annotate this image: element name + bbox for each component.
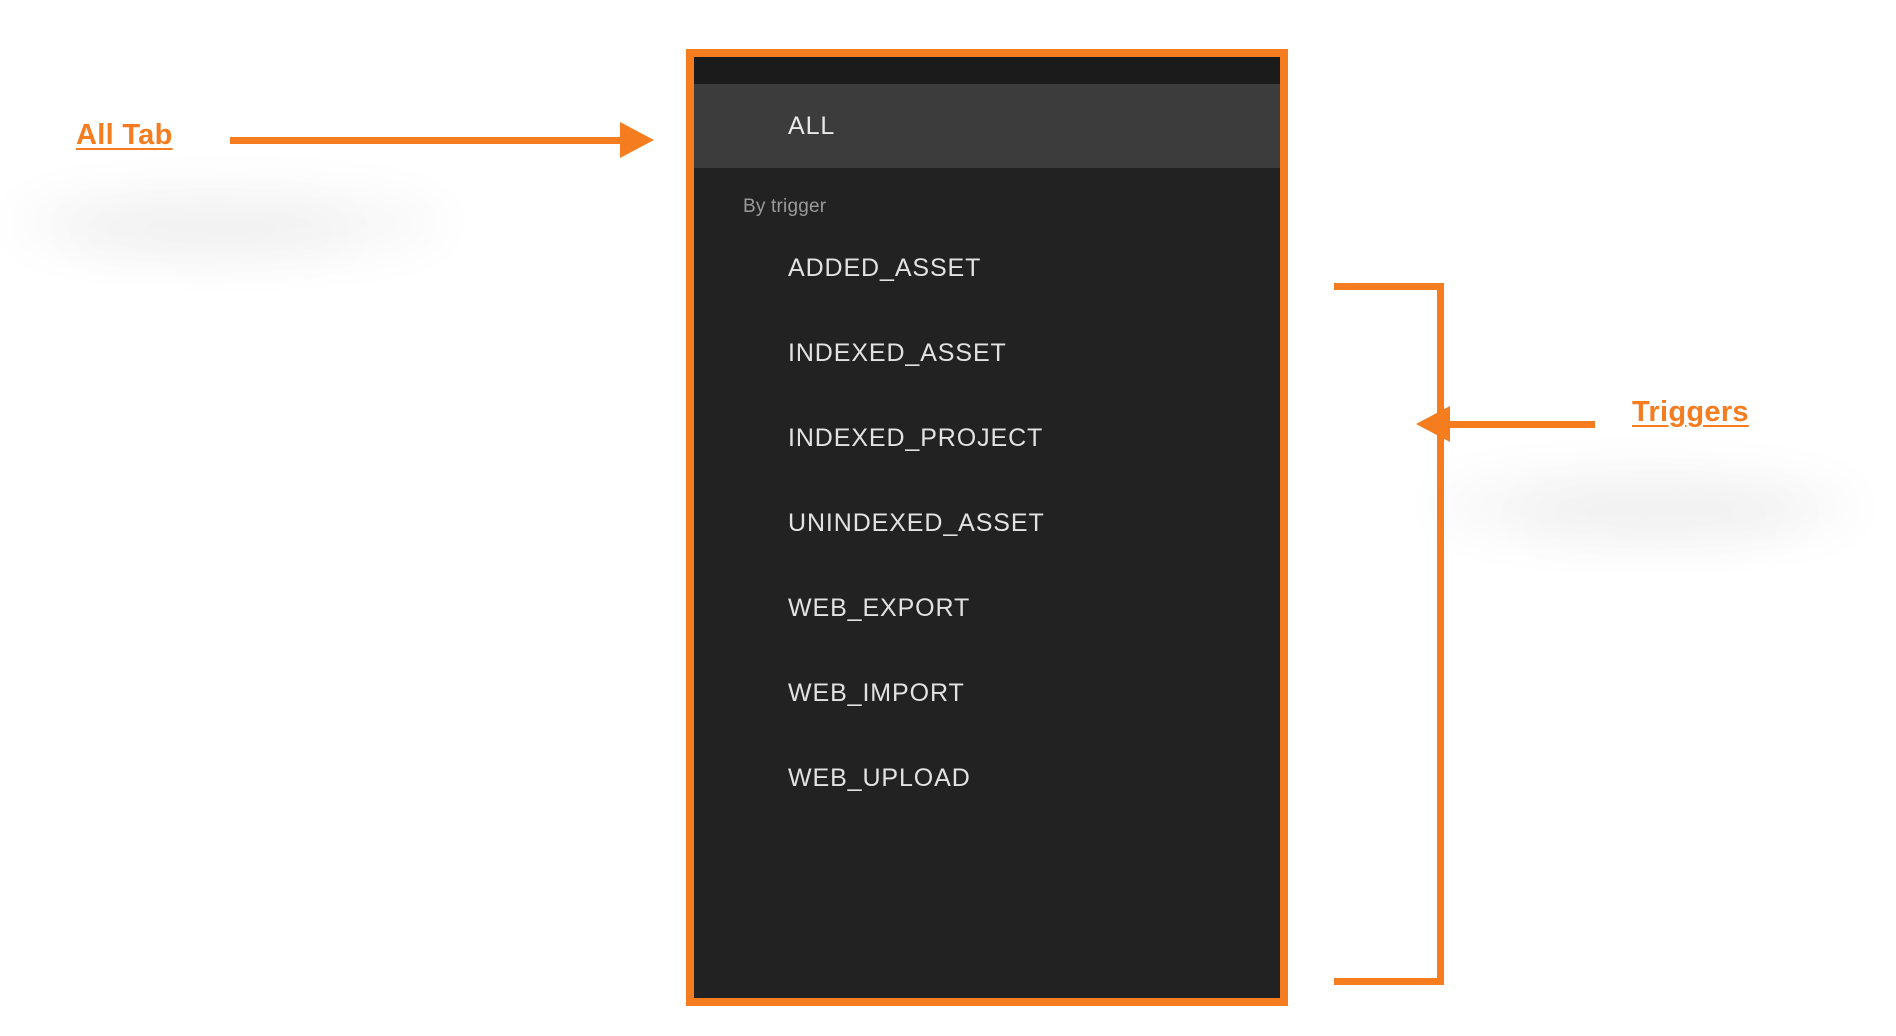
annotation-arrow-all-tab-head-icon — [620, 122, 654, 158]
list-item-label: INDEXED_ASSET — [788, 339, 1007, 367]
annotation-arrow-all-tab-shaft — [230, 137, 622, 144]
tab-all-label: ALL — [788, 111, 836, 140]
background-blur-left — [10, 188, 450, 258]
list-item[interactable]: INDEXED_ASSET — [694, 311, 1280, 396]
list-item[interactable]: UNINDEXED_ASSET — [694, 481, 1280, 566]
list-item[interactable]: INDEXED_PROJECT — [694, 396, 1280, 481]
list-item[interactable]: WEB_UPLOAD — [694, 736, 1280, 821]
background-blur-left-inner — [60, 205, 360, 257]
list-item-label: ADDED_ASSET — [788, 254, 982, 282]
panel-top-strip — [694, 57, 1280, 84]
list-item[interactable]: WEB_IMPORT — [694, 651, 1280, 736]
trigger-filter-panel: ALL By trigger ADDED_ASSET INDEXED_ASSET… — [686, 49, 1288, 1006]
list-item-label: WEB_IMPORT — [788, 679, 965, 707]
background-blur-right-inner — [1510, 487, 1810, 541]
tab-all[interactable]: ALL — [694, 84, 1280, 168]
annotation-bracket-triggers-bottom — [1334, 978, 1444, 985]
panel-body: By trigger ADDED_ASSET INDEXED_ASSET IND… — [694, 168, 1280, 821]
annotation-arrow-triggers-shaft — [1450, 421, 1595, 428]
group-header-by-trigger: By trigger — [743, 196, 827, 217]
trigger-list: ADDED_ASSET INDEXED_ASSET INDEXED_PROJEC… — [694, 226, 1280, 821]
annotation-bracket-triggers-top — [1334, 283, 1444, 290]
list-item-label: WEB_UPLOAD — [788, 764, 971, 792]
list-item-label: INDEXED_PROJECT — [788, 424, 1044, 452]
annotation-label-all-tab: All Tab — [76, 119, 173, 151]
list-item-label: UNINDEXED_ASSET — [788, 509, 1045, 537]
annotation-arrow-triggers-head-icon — [1416, 406, 1450, 442]
annotation-label-triggers: Triggers — [1632, 396, 1749, 428]
list-item-label: WEB_EXPORT — [788, 594, 971, 622]
list-item[interactable]: WEB_EXPORT — [694, 566, 1280, 651]
annotation-bracket-triggers-right — [1437, 283, 1444, 985]
list-item[interactable]: ADDED_ASSET — [694, 226, 1280, 311]
background-blur-right — [1430, 470, 1860, 542]
